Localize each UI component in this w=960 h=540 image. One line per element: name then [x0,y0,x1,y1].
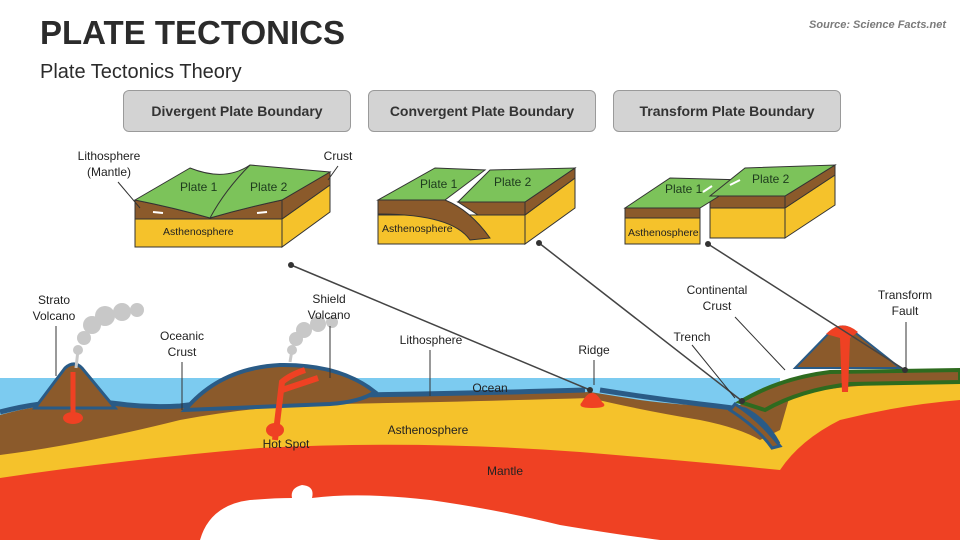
subducting-slab [727,402,783,450]
divergent-asth-label: Asthenosphere [163,226,234,238]
convergent-plate2-litho [456,201,526,216]
connector-dots [288,240,908,404]
core-region [200,485,660,540]
oceanic-crust-label-1: Oceanic [160,329,204,343]
divergent-plate2-label: Plate 2 [250,180,288,194]
hot-spot-blob [266,423,284,437]
divergent-leaders [117,165,339,209]
transform-plate1-label: Plate 1 [665,182,703,196]
volcano-smoke [73,303,338,355]
strato-volcano-label-2: Volcano [33,309,76,323]
ocean-label: Ocean [472,381,507,395]
convergent-front-litho [377,199,491,241]
smoke-column [74,349,294,369]
divergent-boundary-button[interactable]: Divergent Plate Boundary [123,90,351,132]
asthenosphere-label: Asthenosphere [388,423,469,437]
shield-volcano-label-2: Volcano [308,308,351,322]
transform-boundary-button[interactable]: Transform Plate Boundary [613,90,841,132]
crust-label: Crust [324,149,353,163]
convergent-top2 [456,167,577,203]
hot-spot-plume [272,367,319,441]
continental-crust [735,367,960,413]
continental-crust-label-2: Crust [703,299,732,313]
hot-spot-label: Hot Spot [263,437,310,451]
transform-top2 [708,164,837,197]
transform-plate2-label: Plate 2 [752,172,790,186]
transform-front-litho1 [624,207,701,219]
continental-volcano-magma [826,325,858,392]
transform-fault-label-2: Fault [892,304,919,318]
mantle-label: Mantle [487,464,523,478]
convergent-block: Plate 1 Plate 2 Asthenosphere [376,167,577,245]
divergent-top [133,164,332,219]
transform-asth-label: Asthenosphere [628,227,699,239]
divergent-arrows [152,211,268,214]
oceanic-crust-label-2: Crust [168,345,197,359]
divergent-block: Plate 1 Plate 2 Asthenosphere Lithospher… [78,149,353,248]
lithosphere-label-line1: Lithosphere [78,149,141,163]
transform-fault-label-1: Transform [878,288,932,302]
divergent-plate1-label: Plate 1 [180,180,218,194]
convergent-boundary-button[interactable]: Convergent Plate Boundary [368,90,596,132]
transform-arrows [702,179,741,193]
lithosphere-label: Lithosphere [400,333,463,347]
convergent-plate1-label: Plate 1 [420,177,458,191]
convergent-asth-label: Asthenosphere [382,223,453,235]
ridge-magma [580,393,605,408]
continental-crust-label-1: Continental [687,283,748,297]
strato-magma-chamber [63,412,83,424]
label-leaders [55,316,907,410]
convergent-plate2-label: Plate 2 [494,175,532,189]
divergent-rift [209,164,251,219]
shield-volcano-label-1: Shield [312,292,345,306]
transform-block: Plate 1 Plate 2 Asthenosphere [623,164,837,245]
source-credit: Source: Science Facts.net [809,19,946,31]
transform-front-asth2 [709,207,786,239]
transform-front-litho2 [709,195,786,209]
page-title: PLATE TECTONICS [40,14,345,51]
ridge-label: Ridge [578,343,610,357]
cross-section [0,303,960,540]
lithosphere-label-line2: (Mantle) [87,165,131,179]
convergent-top1 [376,167,487,201]
connector-lines [290,242,906,402]
trench-label: Trench [674,330,711,344]
strato-volcano-label-1: Strato [38,293,70,307]
oceanic-crust-line-right [599,387,781,446]
page-subtitle: Plate Tectonics Theory [40,61,242,83]
